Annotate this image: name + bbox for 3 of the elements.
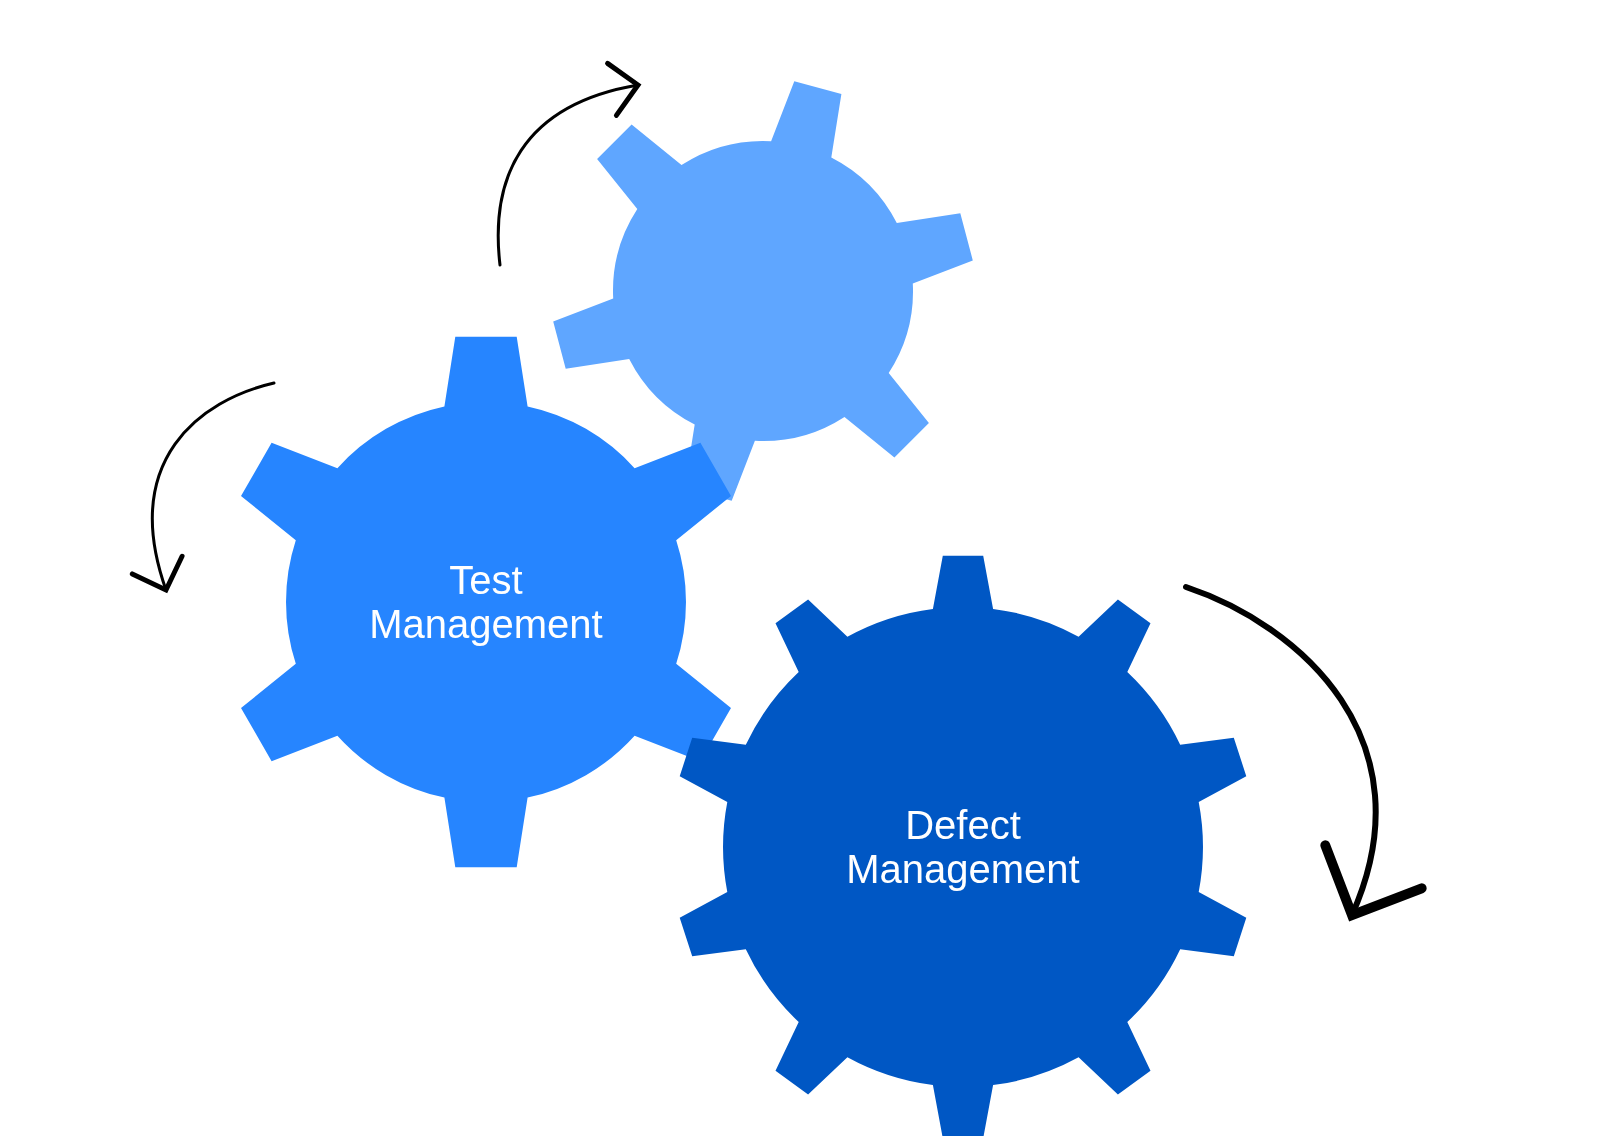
gear-label: Defect Management bbox=[845, 803, 1081, 891]
gear bbox=[551, 79, 975, 503]
gear-label: Test Management bbox=[368, 558, 604, 646]
